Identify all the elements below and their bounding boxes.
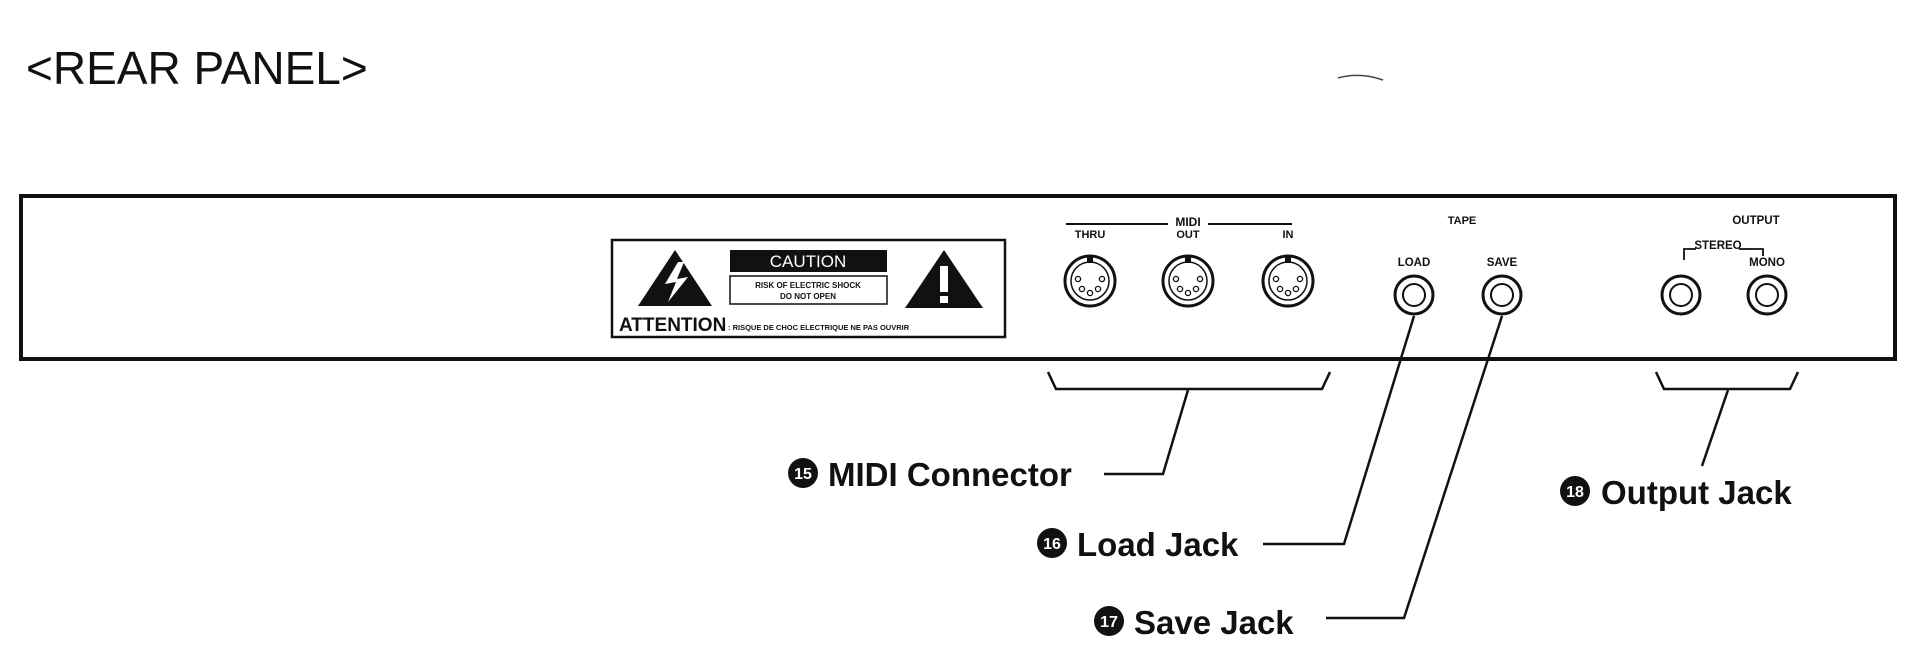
callout-17-number: 17: [1100, 614, 1118, 631]
output-stereo-label: STEREO: [1694, 240, 1741, 252]
callout-18-number: 18: [1566, 484, 1584, 501]
load-jack-leader: [1263, 315, 1416, 546]
caution-label: CAUTION RISK OF ELECTRIC SHOCK DO NOT OP…: [610, 238, 1007, 339]
callout-15-number: 15: [794, 466, 812, 483]
midi-out-connector-icon: [1161, 254, 1215, 308]
output-mono-label: MONO: [1749, 257, 1785, 269]
midi-group-label: MIDI: [1175, 215, 1200, 229]
electric-shock-warning-icon: [638, 250, 712, 306]
save-jack-leader: [1326, 315, 1504, 620]
midi-group: MIDI THRU OUT IN: [1066, 215, 1294, 241]
mono-output-jack-icon: [1746, 274, 1788, 316]
load-jack-icon: [1393, 274, 1435, 316]
callout-15-badge: [788, 458, 818, 488]
caution-header-bg: [730, 250, 887, 272]
tape-group-label: TAPE: [1448, 215, 1477, 227]
attention-text: : RISQUE DE CHOC ELECTRIQUE NE PAS OUVRI…: [728, 323, 910, 332]
output-jack-leader: [1700, 389, 1730, 467]
save-jack-icon: [1481, 274, 1523, 316]
callout-18-badge: [1560, 476, 1590, 506]
callout-16-number: 16: [1043, 536, 1061, 553]
tape-load-label: LOAD: [1398, 257, 1431, 269]
stereo-output-jack-icon: [1660, 274, 1702, 316]
exclamation-warning-icon: [905, 250, 983, 308]
callout-load-jack-text: Load Jack: [1077, 526, 1239, 563]
midi-thru-label: THRU: [1075, 229, 1106, 241]
tape-group: TAPE LOAD SAVE: [1398, 215, 1518, 269]
output-group-label: OUTPUT: [1732, 215, 1779, 227]
callout-save-jack-text: Save Jack: [1134, 604, 1294, 641]
tape-save-label: SAVE: [1487, 257, 1518, 269]
caution-header: CAUTION: [770, 252, 847, 271]
output-bracket: [1654, 371, 1800, 391]
callout-save-jack: 17 Save Jack: [1094, 604, 1294, 641]
page-title: <REAR PANEL>: [26, 42, 368, 94]
output-group: OUTPUT STEREO MONO: [1683, 215, 1785, 269]
caution-line-1: RISK OF ELECTRIC SHOCK: [755, 281, 861, 290]
callout-17-badge: [1094, 606, 1124, 636]
midi-connector-leader: [1104, 389, 1190, 476]
callout-midi-connector-text: MIDI Connector: [828, 456, 1072, 493]
midi-bracket: [1046, 371, 1332, 391]
attention-word: ATTENTION: [619, 315, 726, 336]
callout-load-jack: 16 Load Jack: [1037, 526, 1239, 563]
callout-output-jack-text: Output Jack: [1601, 474, 1792, 511]
midi-thru-connector-icon: [1063, 254, 1117, 308]
callout-output-jack: 18 Output Jack: [1560, 474, 1792, 511]
stray-mark: [1337, 74, 1384, 81]
caution-line-2: DO NOT OPEN: [780, 292, 836, 301]
midi-in-label: IN: [1283, 229, 1294, 241]
midi-out-label: OUT: [1176, 229, 1200, 241]
midi-in-connector-icon: [1261, 254, 1315, 308]
callout-16-badge: [1037, 528, 1067, 558]
callout-midi-connector: 15 MIDI Connector: [788, 456, 1072, 493]
